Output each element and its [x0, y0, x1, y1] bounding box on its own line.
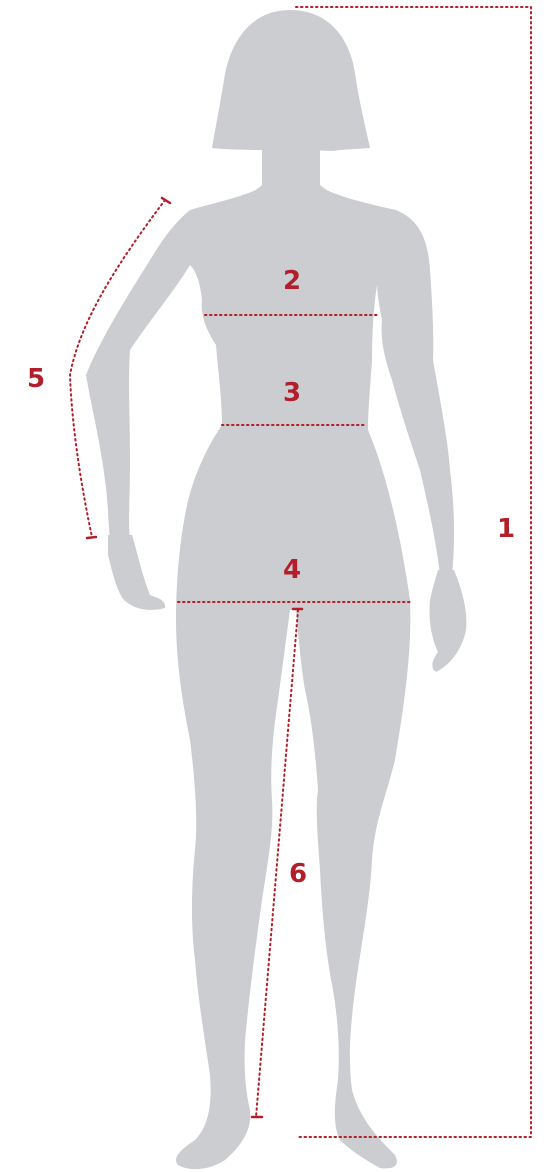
right-hand: [429, 570, 466, 672]
height-label: 1: [497, 514, 515, 544]
bust-label: 2: [283, 266, 301, 296]
torso-legs: [86, 185, 454, 1169]
female-silhouette: [86, 10, 466, 1169]
head-hair: [212, 10, 370, 151]
arm-label: 5: [27, 364, 45, 394]
arm-bottom-tick: [87, 537, 96, 538]
inseam-label: 6: [289, 859, 307, 889]
left-hand: [108, 535, 165, 610]
waist-label: 3: [283, 378, 301, 408]
hips-label: 4: [283, 555, 301, 585]
arm-top-tick: [162, 198, 170, 203]
